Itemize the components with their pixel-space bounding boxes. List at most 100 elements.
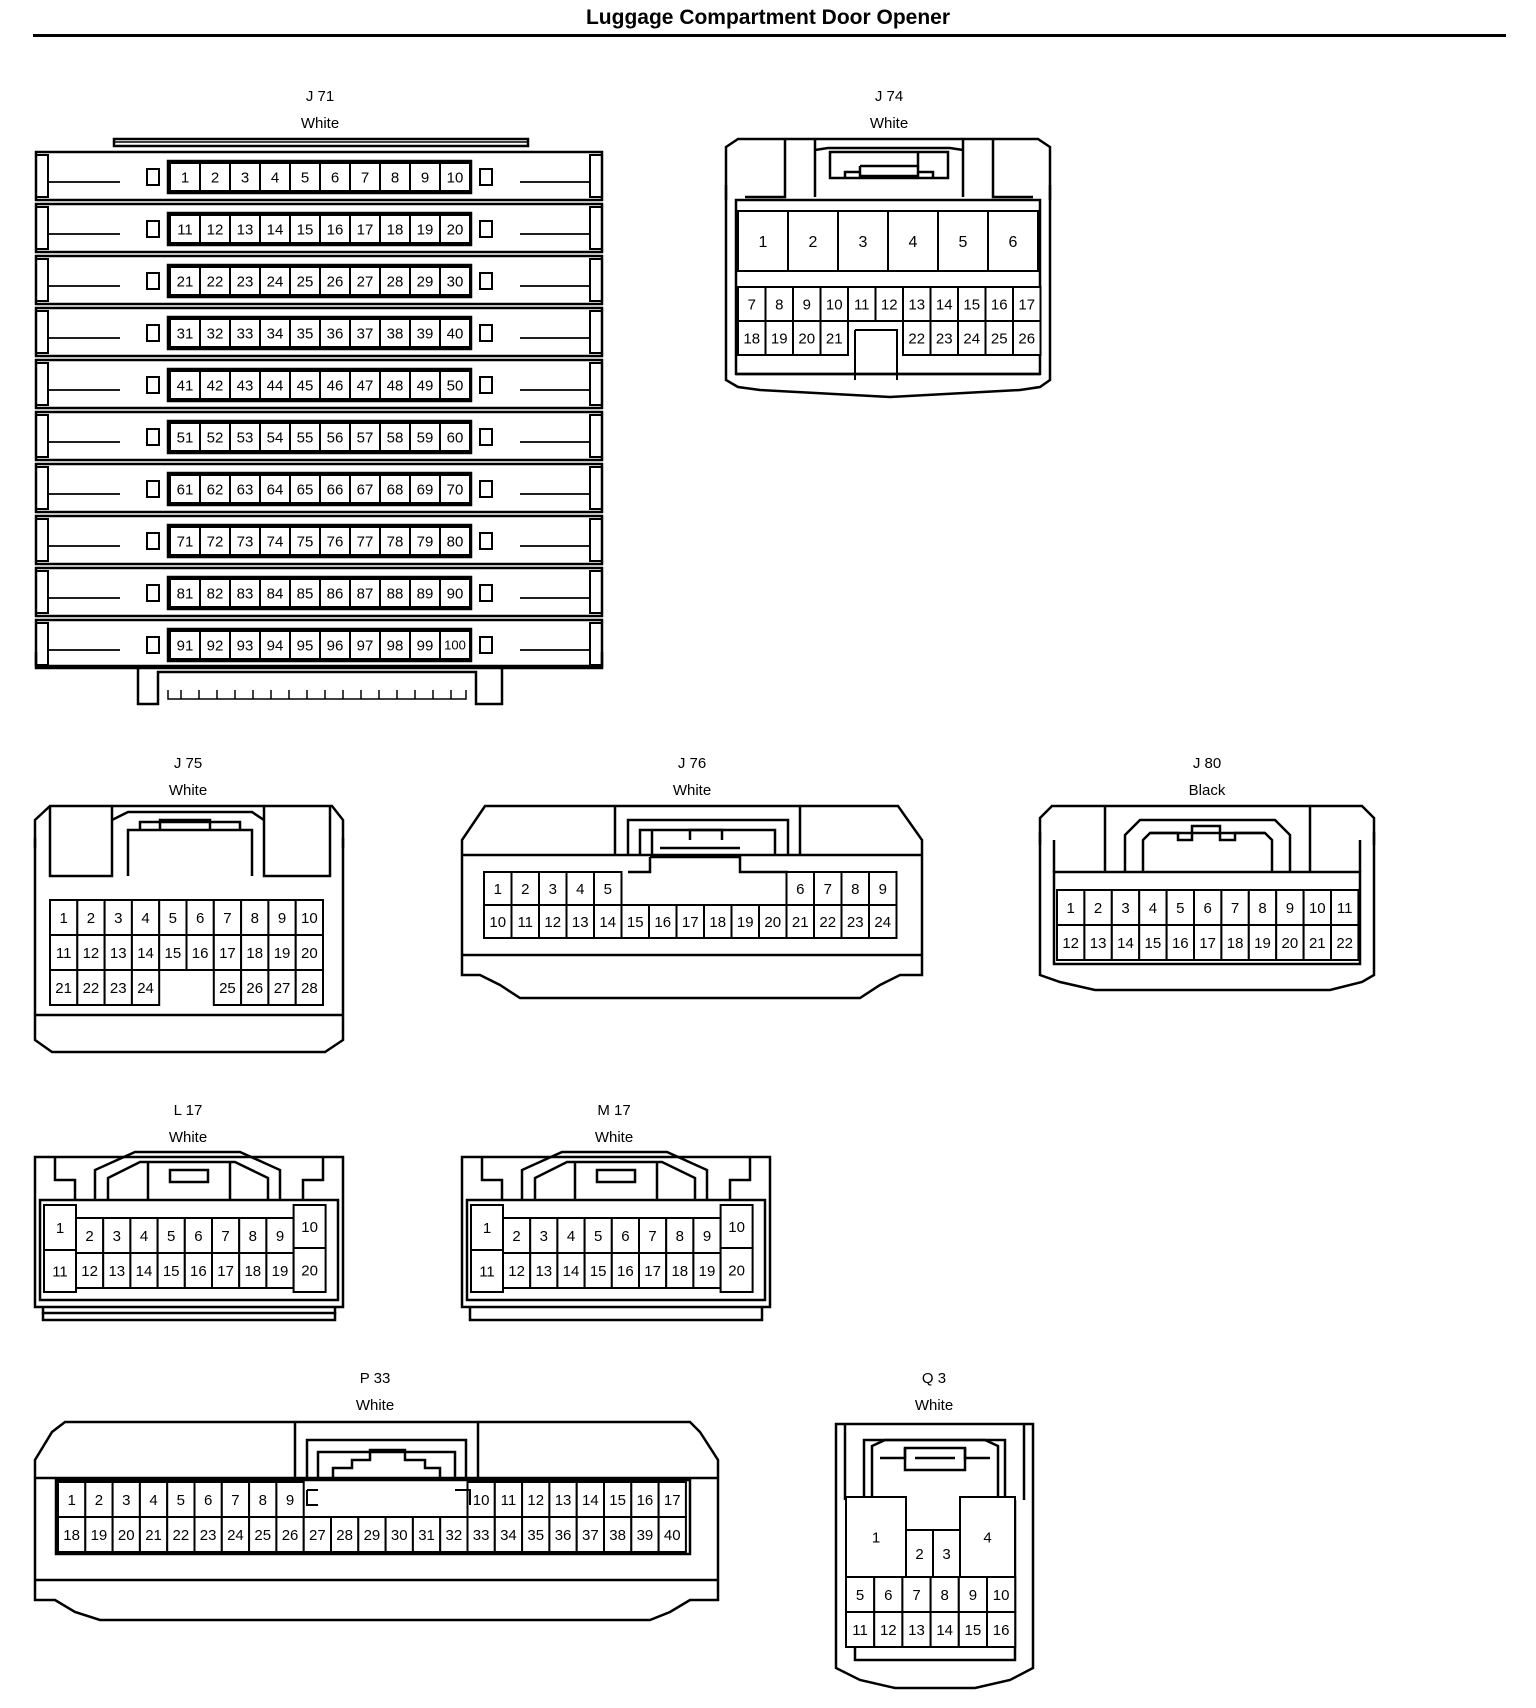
pin-number: 2 [85, 1228, 93, 1245]
pin-number: 6 [196, 910, 204, 927]
pin-number: 23 [200, 1527, 217, 1544]
pin-cavity: 28 [294, 969, 325, 1006]
pin-cavity: 5 [289, 162, 321, 192]
pin-number: 5 [177, 1492, 185, 1509]
pin-cavity: 33 [466, 1516, 496, 1553]
pin-cavity: 13 [548, 1481, 578, 1518]
pin-cavity: 12 [199, 214, 231, 244]
pin-cavity: 14 [130, 934, 161, 971]
pin-cavity: 53 [229, 422, 261, 452]
pin-cavity: 79 [409, 526, 441, 556]
pin-number: 1 [483, 1220, 491, 1237]
pin-cavity: 9 [792, 286, 822, 322]
pin-cavity: 2 [75, 1217, 105, 1254]
pin-number: 4 [149, 1492, 157, 1509]
pin-number: 3 [113, 1228, 121, 1245]
connector-L17: L 17 White 11121231341451561671781891910… [33, 1102, 345, 1322]
pin-number: 18 [1227, 935, 1244, 952]
pin-cavity: 84 [259, 578, 291, 608]
pin-number: 13 [535, 1263, 552, 1280]
pin-cavity: 6 [873, 1576, 904, 1613]
pin-cavity: 7 [349, 162, 381, 192]
pin-cavity: 3 [102, 1217, 132, 1254]
pin-cavity: 15 [957, 286, 987, 322]
pin-cavity: 2 [84, 1481, 114, 1518]
pin-number: 53 [237, 429, 254, 446]
pin-number: 19 [699, 1263, 716, 1280]
pin-cavity: 24 [957, 320, 987, 356]
pin-number: 1 [181, 169, 189, 186]
pin-number: 27 [274, 980, 291, 997]
connector-label-P33: P 33 [360, 1370, 391, 1387]
pin-number: 17 [682, 914, 699, 931]
pin-cavity: 12 [873, 1611, 904, 1648]
pin-cavity: 4 [1138, 889, 1168, 926]
housing-J80 [1038, 804, 1376, 992]
pin-number: 69 [417, 481, 434, 498]
pin-cavity: 36 [548, 1516, 578, 1553]
pin-number: 8 [851, 881, 859, 898]
pin-number: 35 [527, 1527, 544, 1544]
pin-cavity: 20 [292, 1247, 327, 1293]
pin-cavity: 10 [292, 1204, 327, 1249]
housing-J76 [460, 804, 924, 1000]
pin-cavity: 100 [439, 630, 471, 660]
pin-number: 19 [737, 914, 754, 931]
pin-cavity: 1 [49, 899, 79, 936]
pin-cavity: 60 [439, 422, 471, 452]
pin-number: 10 [1309, 900, 1326, 917]
pin-number: 92 [207, 637, 224, 654]
pin-cavity: 15 [289, 214, 321, 244]
pin-cavity: 23 [840, 904, 870, 939]
pin-number: 96 [327, 637, 344, 654]
pin-cavity: 1 [169, 162, 201, 192]
pin-number: 12 [83, 945, 100, 962]
pin-number: 5 [1176, 900, 1184, 917]
pin-number: 18 [244, 1263, 261, 1280]
pin-cavity: 2 [510, 871, 540, 906]
pin-cavity: 23 [229, 266, 261, 296]
pin-cavity: 9 [692, 1217, 722, 1254]
pin-number: 6 [621, 1228, 629, 1245]
pin-cavity: 5 [593, 871, 623, 906]
pin-cavity: 12 [75, 1252, 105, 1289]
pin-cavity: 8 [379, 162, 411, 192]
pin-cavity: 11 [49, 934, 79, 971]
pin-cavity: 9 [275, 1481, 305, 1518]
pin-cavity: 20 [111, 1516, 141, 1553]
pin-number: 4 [576, 881, 584, 898]
pin-number: 9 [286, 1492, 294, 1509]
pin-number: 3 [1121, 900, 1129, 917]
pin-number: 24 [963, 330, 980, 347]
pin-cavity: 46 [319, 370, 351, 400]
pin-cavity-large: 1 [737, 210, 789, 272]
housing-L17 [33, 1150, 345, 1322]
pin-cavity: 20 [792, 320, 822, 356]
pin-number: 54 [267, 429, 284, 446]
pin-cavity: 81 [169, 578, 201, 608]
pin-cavity: 20 [294, 934, 325, 971]
pin-number: 25 [219, 980, 236, 997]
pin-cavity: 3 [229, 162, 261, 192]
pin-number: 36 [327, 325, 344, 342]
pin-cavity: 97 [349, 630, 381, 660]
pin-number: 80 [447, 533, 464, 550]
pin-cavity: 27 [267, 969, 297, 1006]
pin-cavity: 4 [138, 1481, 169, 1518]
pin-number: 67 [357, 481, 374, 498]
pin-number: 12 [1062, 935, 1079, 952]
pin-cavity: 16 [1165, 924, 1195, 961]
pin-number: 94 [267, 637, 284, 654]
pin-cavity: 3 [111, 1481, 141, 1518]
pin-number: 3 [540, 1228, 548, 1245]
pin-cavity: 18 [737, 320, 767, 356]
pin-cavity: 7 [220, 1481, 251, 1518]
pin-number: 11 [1337, 900, 1353, 917]
pin-number: 61 [177, 481, 194, 498]
pin-number: 76 [327, 533, 344, 550]
pin-cavity: 2 [76, 899, 106, 936]
